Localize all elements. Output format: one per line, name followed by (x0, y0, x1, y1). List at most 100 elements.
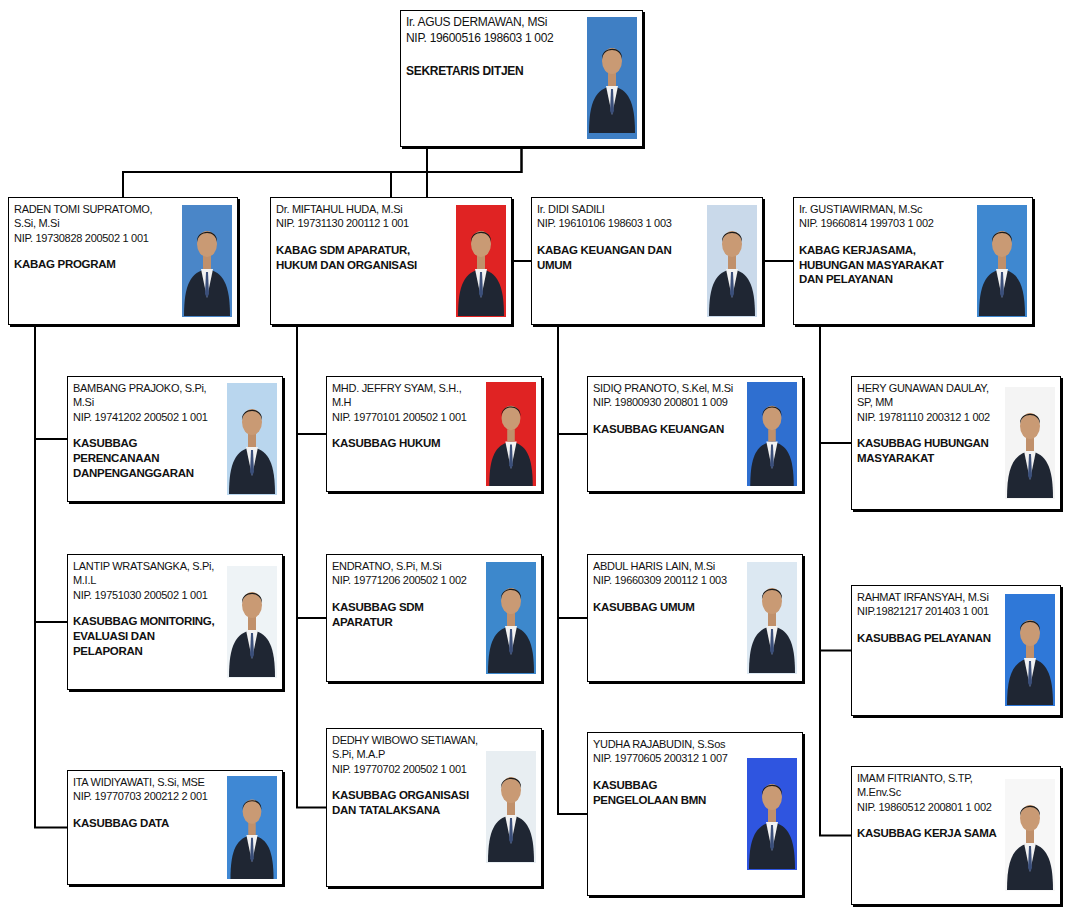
person-name: ABDUL HARIS LAIN, M.Si (593, 559, 740, 573)
employee-id: NIP. 19751030 200502 1 001 (73, 588, 220, 602)
portrait-photo (587, 17, 637, 139)
org-connector (297, 325, 326, 808)
person-name: RADEN TOMI SUPRATOMO, S.Si, M.Si (14, 202, 175, 231)
person-name: Ir. AGUS DERMAWAN, MSi (406, 15, 580, 31)
org-connector (820, 325, 851, 651)
position-box: ITA WIDIYAWATI, S.Si, MSENIP. 19770703 2… (67, 770, 283, 885)
employee-id: NIP. 19731130 200112 1 001 (276, 216, 449, 230)
position-title: KABAG PROGRAM (14, 257, 175, 272)
employee-id: NIP. 19660309 200112 1 003 (593, 573, 740, 587)
employee-id: NIP.19821217 201403 1 001 (857, 604, 998, 618)
text-column: BAMBANG PRAJOKO, S.Pi, M.SiNIP. 19741202… (68, 377, 282, 500)
employee-id: NIP. 19741202 200502 1 001 (73, 410, 220, 424)
position-title: KASUBBAG ORGANISASI DAN TATALAKSANA (332, 788, 479, 818)
portrait-photo (1005, 594, 1055, 706)
employee-id: NIP. 19800930 200801 1 009 (593, 395, 740, 409)
position-title: KASUBBAG MONITORING, EVALUASI DAN PELAPO… (73, 614, 220, 659)
org-connector (297, 325, 326, 618)
person-name: IMAM FITRIANTO, S.TP, M.Env.Sc (857, 771, 998, 800)
portrait-photo (182, 205, 232, 317)
org-connector (297, 325, 326, 434)
position-title: SEKRETARIS DITJEN (406, 64, 580, 80)
person-name: ITA WIDIYAWATI, S.Si, MSE (73, 775, 220, 789)
head-box: Ir. AGUS DERMAWAN, MSiNIP. 19600516 1986… (400, 10, 643, 147)
position-box: ABDUL HARIS LAIN, M.SiNIP. 19660309 2001… (587, 554, 803, 682)
position-title: KASUBBAG PELAYANAN (857, 631, 998, 646)
person-name: BAMBANG PRAJOKO, S.Pi, M.Si (73, 381, 220, 410)
position-box: Ir. DIDI SADILINIP. 19610106 198603 1 00… (531, 197, 763, 325)
position-title: KASUBBAG HUKUM (332, 436, 479, 451)
person-name: Dr. MIFTAHUL HUDA, M.Si (276, 202, 449, 216)
text-column: SIDIQ PRANOTO, S.Kel, M.SiNIP. 19800930 … (588, 377, 802, 490)
position-box: LANTIP WRATSANGKA, S.Pi, M.I.LNIP. 19751… (67, 554, 283, 690)
org-connector (391, 147, 522, 197)
employee-id: NIP. 19771206 200502 1 002 (332, 573, 479, 587)
portrait-photo (1005, 387, 1055, 499)
position-title: KABAG KERJASAMA, HUBUNGAN MASYARAKAT DAN… (799, 243, 970, 288)
person-name: ENDRATNO, S.Pi, M.Si (332, 559, 479, 573)
position-title: KASUBBAG KEUANGAN (593, 422, 740, 437)
org-connector (558, 325, 587, 434)
portrait-photo (486, 382, 536, 486)
position-box: RADEN TOMI SUPRATOMO, S.Si, M.SiNIP. 197… (8, 197, 238, 325)
employee-id: NIP. 19610106 198603 1 003 (537, 216, 700, 230)
employee-id: NIP. 19781110 200312 1 002 (857, 410, 998, 424)
text-column: DEDHY WIBOWO SETIAWAN, S.Pi, M.A.PNIP. 1… (327, 729, 541, 885)
person-name: DEDHY WIBOWO SETIAWAN, S.Pi, M.A.P (332, 733, 479, 762)
text-column: Ir. GUSTIAWIRMAN, M.ScNIP. 19660814 1997… (794, 198, 1032, 323)
portrait-photo (747, 758, 797, 870)
position-box: IMAM FITRIANTO, S.TP, M.Env.ScNIP. 19860… (851, 766, 1061, 905)
person-name: MHD. JEFFRY SYAM, S.H., M.H (332, 381, 479, 410)
text-column: LANTIP WRATSANGKA, S.Pi, M.I.LNIP. 19751… (68, 555, 282, 688)
text-column: IMAM FITRIANTO, S.TP, M.Env.ScNIP. 19860… (852, 767, 1060, 903)
employee-id: NIP. 19770703 200212 2 001 (73, 789, 220, 803)
org-connector (820, 325, 851, 443)
person-name: YUDHA RAJABUDIN, S.Sos (593, 737, 740, 751)
portrait-photo (747, 382, 797, 486)
org-connector (558, 325, 587, 618)
position-box: DEDHY WIBOWO SETIAWAN, S.Pi, M.A.PNIP. 1… (326, 728, 542, 887)
portrait-photo (486, 751, 536, 863)
text-column: ABDUL HARIS LAIN, M.SiNIP. 19660309 2001… (588, 555, 802, 680)
person-name: Ir. GUSTIAWIRMAN, M.Sc (799, 202, 970, 216)
position-box: Ir. GUSTIAWIRMAN, M.ScNIP. 19660814 1997… (793, 197, 1033, 325)
text-column: ENDRATNO, S.Pi, M.SiNIP. 19771206 200502… (327, 555, 541, 680)
text-column: RAHMAT IRFANSYAH, M.SiNIP.19821217 20140… (852, 586, 1060, 714)
position-box: MHD. JEFFRY SYAM, S.H., M.HNIP. 19770101… (326, 376, 542, 492)
position-box: YUDHA RAJABUDIN, S.SosNIP. 19770605 2003… (587, 732, 803, 896)
position-title: KABAG SDM APARATUR, HUKUM DAN ORGANISASI (276, 243, 449, 273)
person-name: RAHMAT IRFANSYAH, M.Si (857, 590, 998, 604)
employee-id: NIP. 19770101 200502 1 001 (332, 410, 479, 424)
text-column: Ir. DIDI SADILINIP. 19610106 198603 1 00… (532, 198, 762, 323)
employee-id: NIP. 19770605 200312 1 007 (593, 751, 740, 765)
position-title: KASUBBAG SDM APARATUR (332, 600, 479, 630)
person-name: HERY GUNAWAN DAULAY, SP, MM (857, 381, 998, 410)
portrait-photo (977, 205, 1027, 317)
position-box: RAHMAT IRFANSYAH, M.SiNIP.19821217 20140… (851, 585, 1061, 716)
text-column: Dr. MIFTAHUL HUDA, M.SiNIP. 19731130 200… (271, 198, 511, 323)
org-connector (820, 325, 851, 836)
position-title: KABAG KEUANGAN DAN UMUM (537, 243, 700, 273)
text-column: HERY GUNAWAN DAULAY, SP, MMNIP. 19781110… (852, 377, 1060, 508)
text-column: MHD. JEFFRY SYAM, S.H., M.HNIP. 19770101… (327, 377, 541, 490)
portrait-photo (707, 205, 757, 317)
employee-id: NIP. 19770702 200502 1 001 (332, 762, 479, 776)
employee-id: NIP. 19660814 199703 1 002 (799, 216, 970, 230)
portrait-photo (227, 383, 277, 495)
portrait-photo (227, 566, 277, 678)
person-name: LANTIP WRATSANGKA, S.Pi, M.I.L (73, 559, 220, 588)
org-connector (35, 325, 67, 439)
portrait-photo (1005, 779, 1055, 891)
portrait-photo (227, 776, 277, 879)
person-name: Ir. DIDI SADILI (537, 202, 700, 216)
position-title: KASUBBAG PENGELOLAAN BMN (593, 778, 740, 808)
text-column: Ir. AGUS DERMAWAN, MSiNIP. 19600516 1986… (401, 11, 642, 145)
portrait-photo (747, 562, 797, 674)
org-connector (558, 325, 587, 814)
org-connector (123, 147, 522, 197)
employee-id: NIP. 19860512 200801 1 002 (857, 800, 998, 814)
position-box: ENDRATNO, S.Pi, M.SiNIP. 19771206 200502… (326, 554, 542, 682)
portrait-photo (456, 205, 506, 317)
text-column: YUDHA RAJABUDIN, S.SosNIP. 19770605 2003… (588, 733, 802, 894)
